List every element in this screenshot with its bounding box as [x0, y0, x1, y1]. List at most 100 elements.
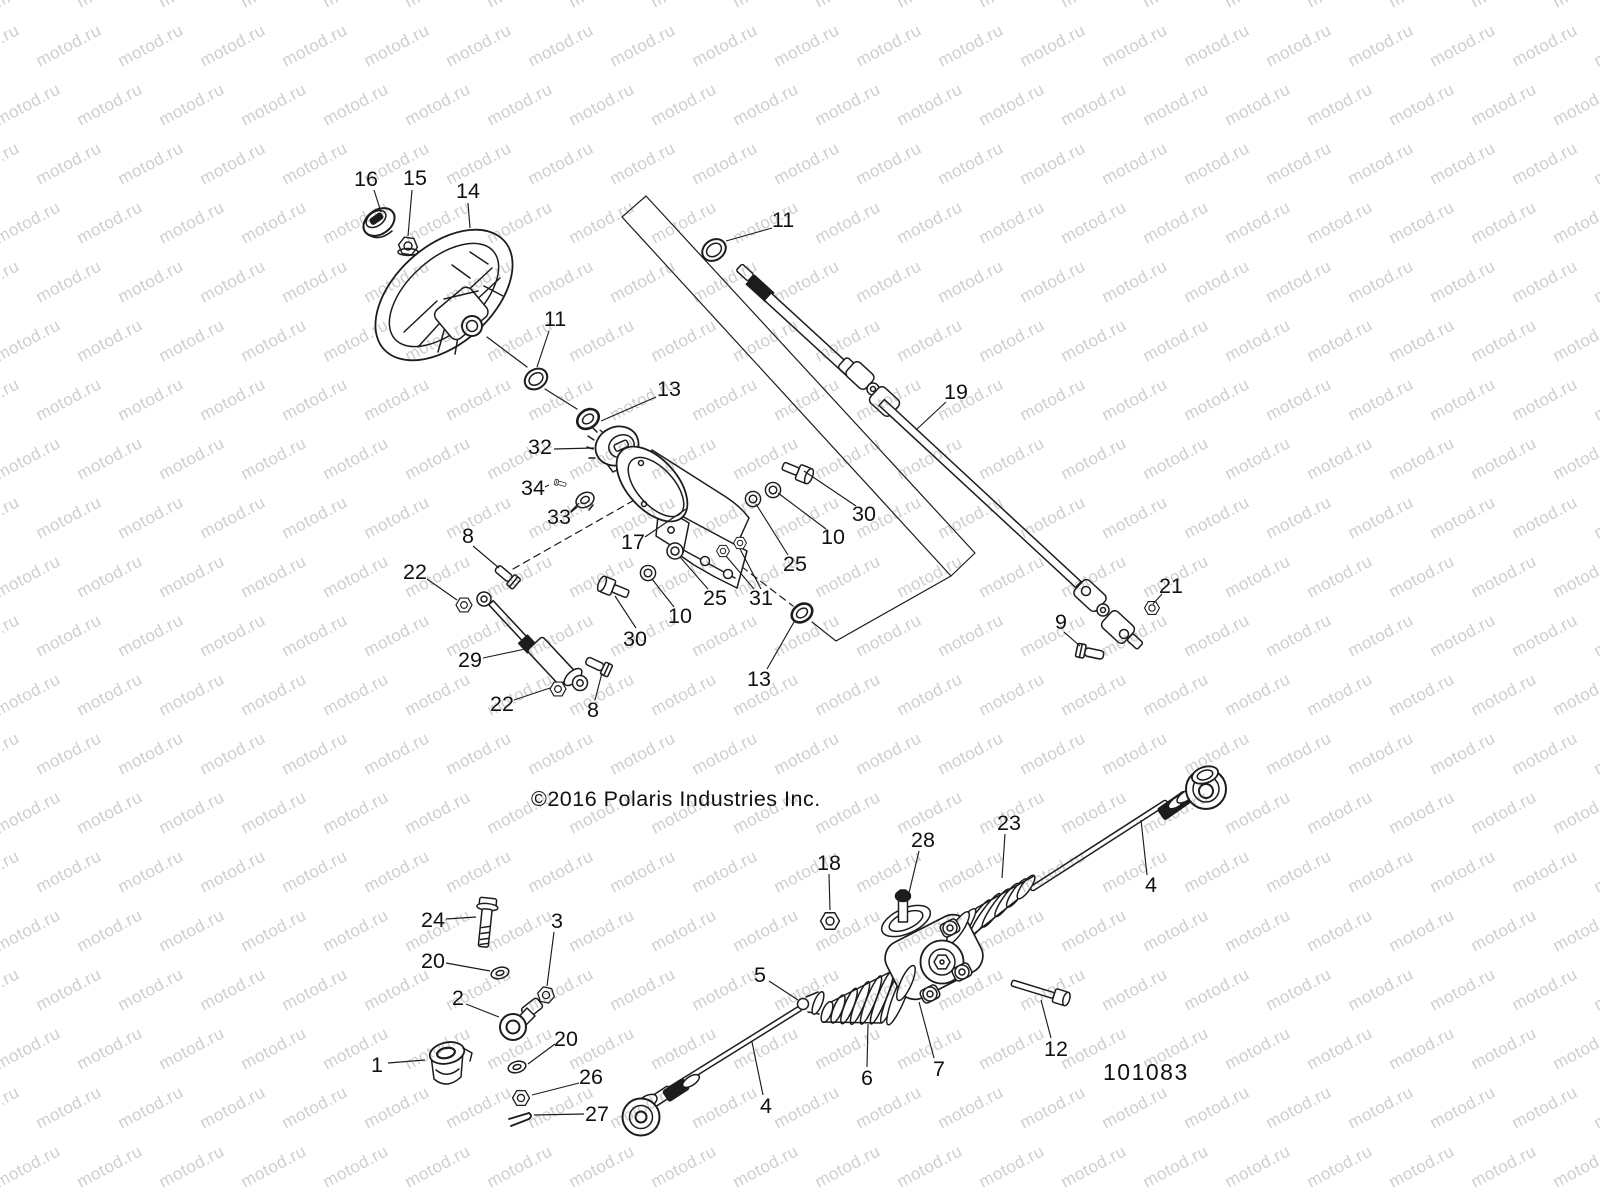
callout-label-30: 30 — [852, 502, 876, 526]
callout-leader-32 — [553, 447, 595, 450]
steering-wheel — [374, 228, 514, 362]
callout-label-1: 1 — [371, 1053, 383, 1077]
callout-label-4: 4 — [760, 1094, 772, 1118]
part-21-nut — [1143, 600, 1161, 616]
part-16-cap — [362, 207, 396, 239]
callout-label-11: 11 — [544, 307, 566, 331]
part-24-bolt — [476, 896, 499, 948]
callout-leader-10 — [777, 492, 827, 530]
callout-label-3: 3 — [551, 909, 563, 933]
part-30-bolt-left — [595, 574, 632, 603]
callout-label-5: 5 — [754, 963, 766, 987]
callout-leader-30 — [614, 595, 637, 629]
callout-label-8: 8 — [462, 524, 474, 548]
rack-and-pinion-housing — [880, 889, 984, 1004]
part-31-nut-b — [733, 536, 747, 550]
callout-leader-17 — [644, 508, 687, 538]
callout-leader-3 — [546, 931, 555, 987]
callout-leader-26 — [531, 1082, 580, 1096]
callout-leader-11 — [725, 227, 773, 242]
callout-leader-5 — [768, 980, 799, 1001]
callout-leader-29 — [482, 647, 531, 659]
part-15-nut — [396, 235, 420, 257]
part-19-steering-shaft — [736, 263, 1144, 650]
copyright-text: ©2016 Polaris Industries Inc. — [531, 787, 821, 811]
part-22-nut-upper — [455, 597, 473, 613]
part-20-washer-lower — [506, 1058, 528, 1076]
callout-leader-8 — [594, 672, 603, 701]
callout-label-13: 13 — [657, 377, 681, 401]
callout-leader-19 — [915, 401, 947, 431]
part-10-bushing-right — [764, 481, 782, 499]
callout-label-31: 31 — [749, 586, 773, 610]
callout-leader-33 — [570, 502, 580, 512]
callout-leader-14 — [467, 202, 471, 229]
part-5-inner-joint — [796, 991, 825, 1015]
part-2-tie-rod-end — [499, 997, 544, 1041]
part-13-seal-lower — [790, 602, 814, 624]
part-12-bolt — [1010, 979, 1071, 1007]
callout-leader-31 — [739, 548, 762, 590]
callout-leader-25 — [755, 503, 789, 556]
callout-label-24: 24 — [421, 908, 445, 932]
callout-leader-27 — [533, 1113, 585, 1116]
callout-label-4: 4 — [1145, 873, 1157, 897]
callout-leader-31 — [725, 555, 755, 590]
callout-leader-30 — [803, 470, 857, 507]
callout-leader-7 — [918, 1001, 935, 1059]
part-34-screw — [553, 478, 568, 489]
callout-leader-34 — [544, 484, 550, 488]
callout-label-10: 10 — [821, 525, 845, 549]
callout-leader-1 — [387, 1059, 426, 1064]
part-22-nut-lower — [549, 681, 567, 697]
callout-leader-22 — [426, 578, 458, 601]
part-29-damper — [476, 591, 589, 692]
callout-label-16: 16 — [354, 167, 378, 191]
callout-label-6: 6 — [861, 1066, 873, 1090]
callout-label-14: 14 — [456, 179, 480, 203]
tie-rod-right — [1029, 799, 1169, 892]
part-25-washer-right — [744, 490, 762, 508]
callout-label-25: 25 — [703, 586, 727, 610]
callout-label-28: 28 — [911, 828, 935, 852]
callout-label-17: 17 — [621, 530, 645, 554]
callout-label-10: 10 — [668, 604, 692, 628]
callout-label-33: 33 — [547, 505, 571, 529]
callout-label-29: 29 — [458, 648, 482, 672]
part-31-nut-a — [716, 544, 730, 558]
callout-label-20: 20 — [554, 1027, 578, 1051]
callout-leader-21 — [1152, 593, 1163, 605]
callout-label-27: 27 — [585, 1102, 609, 1126]
callout-label-19: 19 — [944, 380, 968, 404]
part-20-washer-upper — [489, 964, 511, 982]
callout-leader-10 — [651, 578, 675, 608]
callout-label-7: 7 — [933, 1057, 945, 1081]
callout-label-15: 15 — [403, 166, 427, 190]
callout-label-9: 9 — [1055, 610, 1067, 634]
callout-label-30: 30 — [623, 627, 647, 651]
callout-leader-12 — [1040, 999, 1052, 1039]
callout-leader-13 — [766, 621, 795, 670]
part-26-nut — [511, 1090, 531, 1106]
callout-label-21: 21 — [1159, 574, 1183, 598]
part-17-column-housing — [615, 445, 750, 589]
callout-leader-20 — [527, 1043, 556, 1065]
callout-leader-20 — [445, 962, 491, 972]
part-27-cotter-pin — [508, 1112, 532, 1127]
callout-leader-4 — [1140, 819, 1148, 876]
callout-leader-13 — [600, 396, 657, 422]
callout-leader-2 — [465, 1003, 500, 1018]
part-11-bearing-upper — [523, 367, 549, 391]
callout-leader-22 — [513, 687, 551, 701]
callout-label-13: 13 — [747, 667, 771, 691]
callout-label-8: 8 — [587, 698, 599, 722]
callout-label-12: 12 — [1044, 1037, 1068, 1061]
callout-leader-11 — [536, 330, 550, 368]
callout-leader-28 — [907, 850, 920, 898]
tie-rod-end-right — [1157, 765, 1227, 820]
callout-leader-25 — [679, 556, 709, 590]
callout-label-20: 20 — [421, 949, 445, 973]
